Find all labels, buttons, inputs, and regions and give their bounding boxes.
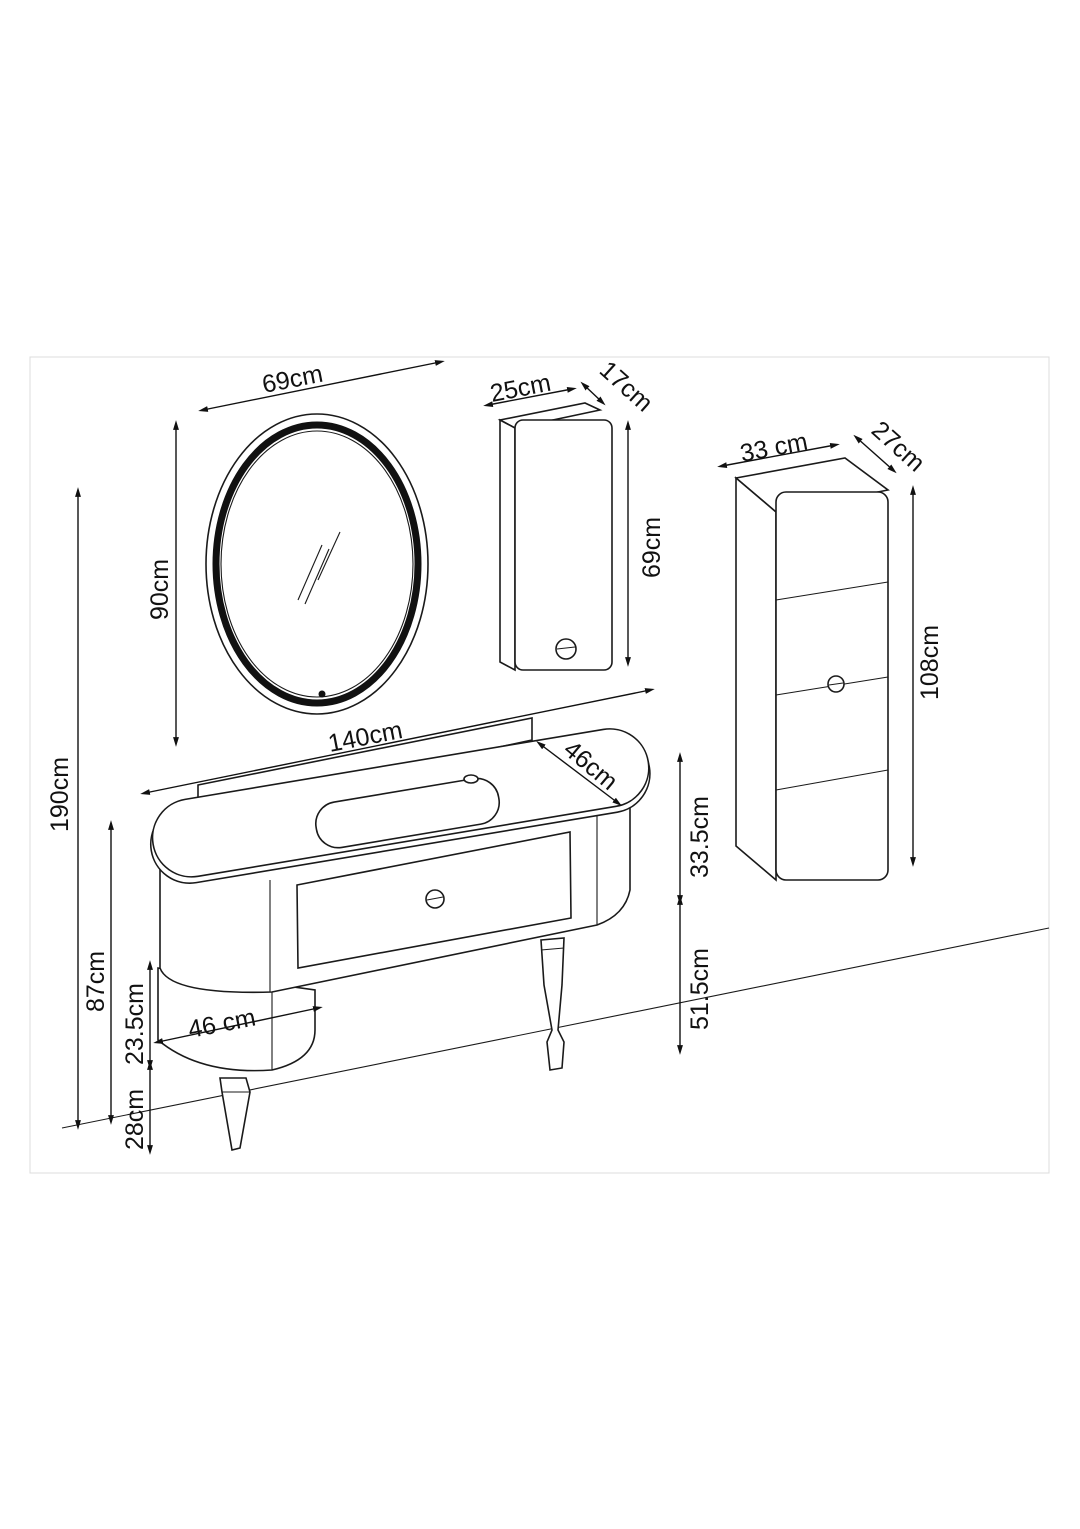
tap-hole <box>463 774 479 784</box>
mirror-width-dimension <box>198 360 445 412</box>
wall-cabinet-depth-dimension <box>580 381 606 406</box>
wall-cabinet-height-label: 69cm <box>638 517 666 578</box>
tall-cabinet <box>734 457 890 882</box>
vanity-unit <box>149 717 651 1151</box>
wall-cabinet-width-label: 25cm <box>488 369 553 408</box>
side-unit-height-label: 23.5cm <box>121 983 149 1065</box>
side-leg-height-label: 28cm <box>121 1089 149 1150</box>
wall-cabinet <box>497 402 613 672</box>
mirror-width-label: 69cm <box>260 360 325 399</box>
mirror-touch-button <box>318 690 326 698</box>
vanity-upper-height-label: 33.5cm <box>686 796 714 878</box>
tall-cabinet-depth-dimension <box>853 434 897 474</box>
vanity-total-height-label: 87cm <box>82 951 110 1012</box>
overall-height-label: 190cm <box>46 757 74 832</box>
tall-cabinet-depth-label: 27cm <box>866 416 930 478</box>
wall-cabinet-width-dimension <box>483 387 577 407</box>
tall-cabinet-height-label: 108cm <box>916 625 944 700</box>
vanity-depth-dimension <box>536 741 622 806</box>
drawing-frame <box>29 356 1050 1174</box>
mirror-height-label: 90cm <box>146 559 174 620</box>
vanity-leg-height-label: 51.5cm <box>686 948 714 1030</box>
left-leg <box>219 1077 251 1151</box>
round-mirror <box>205 413 429 715</box>
tall-cabinet-width-dimension <box>717 443 840 468</box>
side-unit-depth-dimension <box>153 1006 323 1044</box>
right-leg <box>540 937 565 1071</box>
vanity-width-dimension <box>140 688 655 795</box>
wall-cabinet-depth-label: 17cm <box>594 356 658 418</box>
wall-cabinet-knob <box>555 638 577 660</box>
tall-cabinet-width-label: 33 cm <box>738 427 810 467</box>
